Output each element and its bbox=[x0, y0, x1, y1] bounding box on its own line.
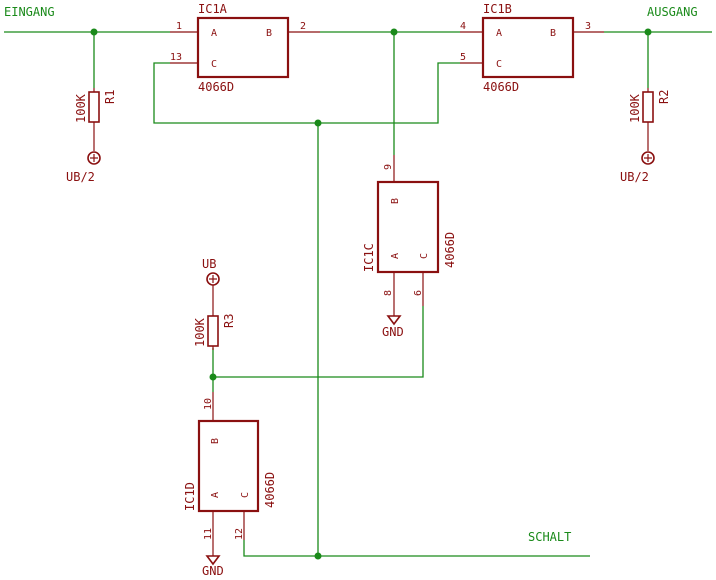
wire-ic1c-c bbox=[213, 306, 424, 378]
ground-ic1d-icon bbox=[205, 555, 221, 566]
chip-ic1a: IC1A 4066D 1 13 2 A C B bbox=[170, 2, 320, 94]
resistor-r2-supply: UB/2 bbox=[620, 170, 649, 184]
chip-ic1b-body bbox=[481, 16, 575, 79]
chip-ic1a-value: 4066D bbox=[198, 80, 234, 94]
chip-ic1a-name: IC1A bbox=[198, 2, 228, 16]
chip-ic1d-num-b: 10 bbox=[203, 398, 214, 410]
chip-ic1d-pin-c: C bbox=[240, 492, 251, 498]
net-label-output: AUSGANG bbox=[647, 5, 698, 19]
chip-ic1b-pin-c: C bbox=[496, 59, 502, 70]
chip-ic1d-value: 4066D bbox=[263, 472, 277, 508]
chip-ic1d-body bbox=[197, 419, 260, 513]
chip-ic1d-pin-a: A bbox=[210, 492, 221, 498]
ground-ic1c-label: GND bbox=[382, 325, 404, 339]
resistor-r1-supply: UB/2 bbox=[66, 170, 95, 184]
chip-ic1c-pin-b: B bbox=[390, 198, 401, 204]
chip-ic1b-value: 4066D bbox=[483, 80, 519, 94]
chip-ic1b-pin-a: A bbox=[496, 28, 502, 39]
chip-ic1d-num-a: 11 bbox=[203, 528, 214, 540]
resistor-r3-name: R3 bbox=[222, 314, 236, 328]
resistor-r1: 100K R1 UB/2 bbox=[66, 88, 117, 184]
chip-ic1d-pin-b: B bbox=[210, 438, 221, 444]
ground-ic1d: GND bbox=[202, 545, 224, 578]
chip-ic1b-name: IC1B bbox=[483, 2, 512, 16]
chip-ic1a-num-b: 2 bbox=[300, 21, 306, 32]
net-label-input: EINGANG bbox=[4, 5, 55, 19]
resistor-r3-supply: UB bbox=[202, 257, 216, 271]
chip-ic1b-num-a: 4 bbox=[460, 21, 466, 32]
chip-ic1b-num-c: 5 bbox=[460, 52, 466, 63]
chip-ic1b: IC1B 4066D 4 5 3 A C B bbox=[460, 2, 604, 94]
chip-ic1c-pin-c: C bbox=[419, 253, 430, 259]
chip-ic1a-pin-c: C bbox=[211, 59, 217, 70]
ground-ic1d-label: GND bbox=[202, 564, 224, 578]
chip-ic1c-value: 4066D bbox=[443, 232, 457, 268]
wire-ctrl-a bbox=[153, 62, 460, 124]
chip-ic1c-num-a: 8 bbox=[383, 290, 394, 296]
chip-ic1d-num-c: 12 bbox=[234, 528, 245, 540]
resistor-r3: UB 100K R3 bbox=[193, 257, 236, 350]
junction-output bbox=[644, 28, 652, 36]
chip-ic1d-name: IC1D bbox=[183, 482, 197, 511]
chip-ic1a-num-a: 1 bbox=[176, 21, 182, 32]
junction-ctrl bbox=[314, 119, 322, 127]
junction-schalt bbox=[314, 552, 322, 560]
resistor-r1-name: R1 bbox=[103, 90, 117, 104]
supply-r1-icon bbox=[87, 151, 101, 165]
resistor-r3-body bbox=[207, 315, 219, 347]
resistor-r3-value: 100K bbox=[193, 317, 207, 347]
ground-ic1c-icon bbox=[386, 315, 402, 326]
resistor-r2: 100K R2 UB/2 bbox=[620, 88, 671, 184]
wires bbox=[4, 31, 712, 557]
chip-ic1b-num-b: 3 bbox=[585, 21, 591, 32]
net-label-control: SCHALT bbox=[528, 530, 571, 544]
supply-r2-icon bbox=[641, 151, 655, 165]
resistor-r2-name: R2 bbox=[657, 90, 671, 104]
chip-ic1a-pin-b: B bbox=[266, 28, 272, 39]
chip-ic1a-body bbox=[196, 16, 290, 79]
resistor-r2-body bbox=[642, 91, 654, 123]
wire-schalt bbox=[243, 540, 590, 557]
chip-ic1b-pin-b: B bbox=[550, 28, 556, 39]
resistor-r1-value: 100K bbox=[74, 93, 88, 123]
junction-mid bbox=[390, 28, 398, 36]
chip-ic1c-body bbox=[376, 180, 440, 274]
chip-ic1c-name: IC1C bbox=[362, 243, 376, 272]
junction-r3 bbox=[209, 373, 217, 381]
junction-input bbox=[90, 28, 98, 36]
resistor-r2-value: 100K bbox=[628, 93, 642, 123]
ground-ic1c: GND bbox=[382, 306, 404, 339]
chip-ic1a-num-c: 13 bbox=[170, 52, 182, 63]
chip-ic1d: IC1D 4066D 10 11 12 B A C bbox=[183, 392, 277, 545]
chip-ic1c-pin-a: A bbox=[390, 253, 401, 259]
junctions bbox=[90, 28, 652, 560]
chip-ic1c-num-c: 6 bbox=[413, 290, 424, 296]
chip-ic1a-pin-a: A bbox=[211, 28, 217, 39]
chip-ic1c: IC1C 4066D 9 8 6 B A C bbox=[362, 155, 457, 306]
chip-ic1c-num-b: 9 bbox=[383, 164, 394, 170]
resistor-r1-body bbox=[88, 91, 100, 123]
